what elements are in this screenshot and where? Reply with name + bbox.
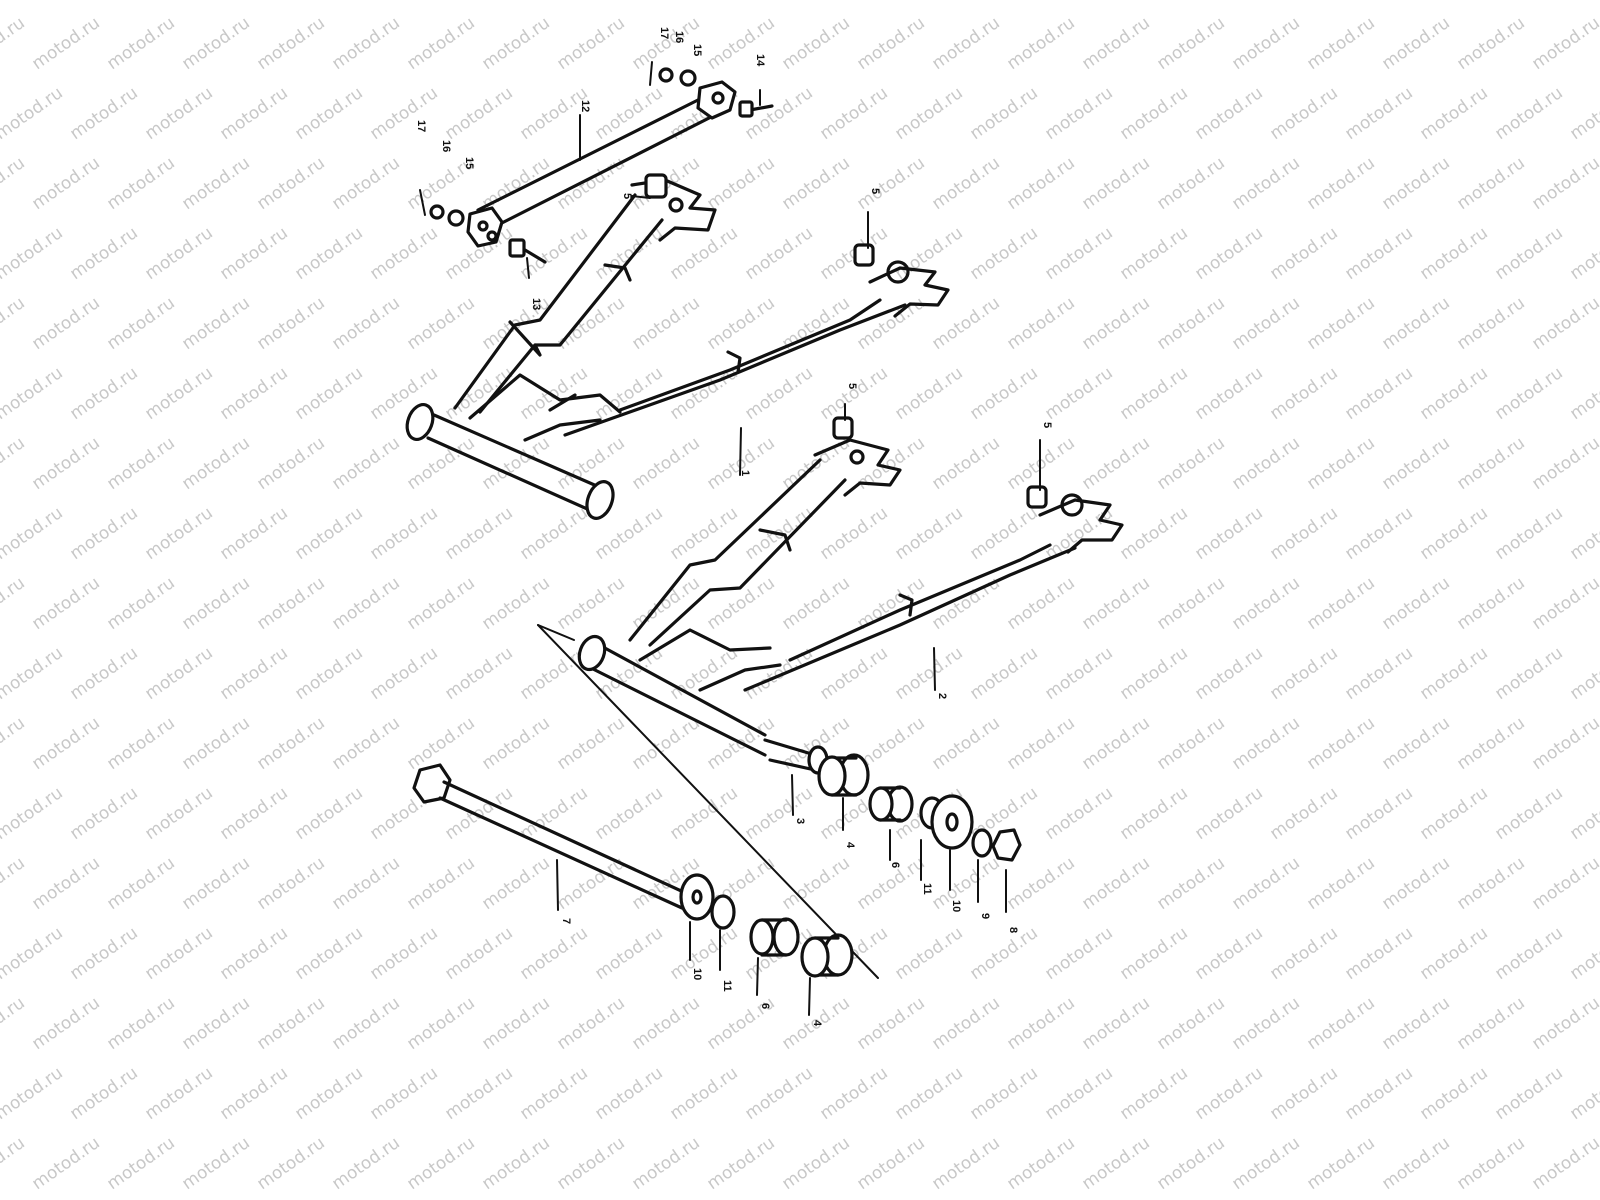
hardware-parts — [679, 753, 1022, 978]
callout-16b: 16 — [440, 140, 452, 152]
callout-4b: 4 — [811, 1020, 823, 1027]
callout-6a: 6 — [889, 862, 901, 868]
callout-5d: 5 — [1041, 422, 1053, 428]
callout-8: 8 — [1007, 927, 1019, 933]
callout-3: 3 — [794, 818, 806, 824]
callout-6b: 6 — [759, 1003, 771, 1009]
explode-guide-line — [537, 624, 879, 979]
callout-14: 14 — [754, 54, 766, 67]
callout-5b: 5 — [869, 188, 881, 194]
callout-2: 2 — [936, 693, 948, 699]
callout-15: 15 — [691, 44, 703, 56]
explode-guide-line-top — [537, 624, 575, 641]
leader-lines — [526, 89, 1041, 1016]
swingarm-lower — [577, 416, 1124, 775]
callout-10b: 10 — [691, 968, 703, 980]
callout-11b: 11 — [721, 980, 733, 992]
callout-17b: 17 — [415, 120, 427, 132]
callout-1: 1 — [739, 470, 751, 476]
callout-5c: 5 — [846, 383, 858, 389]
callout-11a: 11 — [921, 883, 933, 895]
callout-9: 9 — [979, 913, 991, 919]
callout-10a: 10 — [950, 900, 962, 912]
callout-15b: 15 — [463, 157, 475, 169]
torque-rod — [419, 61, 774, 264]
callout-17: 17 — [658, 27, 670, 39]
pivot-bolt — [412, 763, 692, 910]
callout-13: 13 — [530, 298, 542, 310]
callout-4a: 4 — [844, 842, 856, 849]
swingarm-upper — [405, 173, 950, 520]
callout-labels: 17 16 15 14 12 17 16 15 5 5 13 1 5 5 2 3… — [415, 27, 1053, 1027]
callout-16: 16 — [673, 31, 685, 43]
callout-5a: 5 — [621, 193, 633, 199]
callout-12: 12 — [579, 100, 591, 112]
callout-7: 7 — [560, 918, 572, 924]
